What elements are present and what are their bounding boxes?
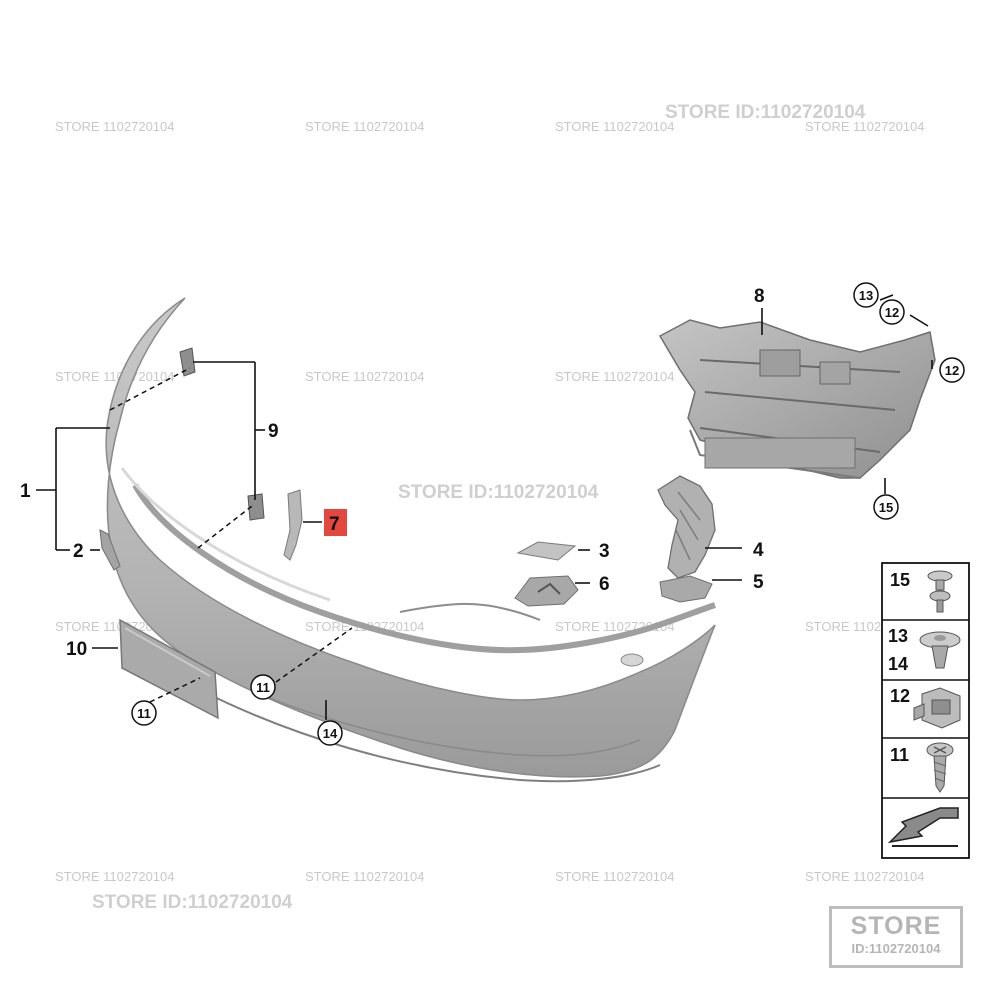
stamp-title: STORE xyxy=(850,912,942,940)
watermark: STORE 1102720104 xyxy=(305,369,425,384)
circled-13: 13 xyxy=(859,288,873,303)
callout-labels: 1 2 3 4 5 6 7 8 9 10 xyxy=(20,286,765,660)
circled-11: 11 xyxy=(137,706,151,721)
callout-5: 5 xyxy=(753,572,764,593)
fastener-legend: 15 13 14 12 11 xyxy=(881,562,970,859)
watermark-large: STORE ID:1102720104 xyxy=(665,102,866,123)
watermark: STORE 1102720104 xyxy=(555,869,675,884)
side-bracket xyxy=(657,475,716,579)
callout-10: 10 xyxy=(66,639,87,660)
highlight-box xyxy=(324,509,347,536)
circled-15: 15 xyxy=(879,500,893,515)
watermark: STORE 1102720104 xyxy=(305,869,425,884)
center-support xyxy=(283,489,303,561)
watermark-layer: STORE 1102720104 STORE 1102720104 STORE … xyxy=(55,102,925,913)
dashed-lines xyxy=(109,367,353,703)
push-rivet-icon xyxy=(927,570,953,613)
legend-11: 11 xyxy=(890,745,909,765)
legend-12: 12 xyxy=(890,686,910,706)
watermark: STORE 1102720104 xyxy=(805,869,925,884)
legend-14: 14 xyxy=(888,654,908,674)
watermark: STORE 1102720104 xyxy=(805,119,925,134)
callout-4: 4 xyxy=(753,540,764,561)
watermark-large: STORE ID:1102720104 xyxy=(92,892,293,913)
watermark: STORE 1102720104 xyxy=(55,619,175,634)
circled-12: 12 xyxy=(945,363,959,378)
watermark: STORE 1102720104 xyxy=(305,119,425,134)
watermark: STORE 1102720104 xyxy=(55,869,175,884)
screw-icon xyxy=(926,742,954,793)
clips xyxy=(179,347,265,521)
stamp-id: ID:1102720104 xyxy=(851,941,941,956)
circled-labels: 11 11 14 13 12 12 15 xyxy=(131,282,965,746)
watermark: STORE 1102720104 xyxy=(55,119,175,134)
circled-12: 12 xyxy=(885,305,899,320)
tow-hook-cap xyxy=(516,541,577,561)
callout-6: 6 xyxy=(599,574,610,595)
watermark: STORE 1102720104 xyxy=(55,369,175,384)
license-plate-base xyxy=(119,618,219,720)
legend-13: 13 xyxy=(888,626,908,646)
callout-3: 3 xyxy=(599,541,610,562)
callout-7: 7 xyxy=(329,514,340,535)
watermark-large: STORE ID:1102720104 xyxy=(398,482,599,503)
legend-15: 15 xyxy=(890,570,910,590)
circled-11: 11 xyxy=(256,680,270,695)
store-stamp: STORE ID:1102720104 xyxy=(829,906,963,968)
callout-2: 2 xyxy=(73,541,84,562)
bumper-carrier xyxy=(658,319,936,479)
watermark: STORE 1102720104 xyxy=(555,369,675,384)
callout-9: 9 xyxy=(268,421,279,442)
arrow-icon xyxy=(887,807,959,847)
expanding-rivet-icon xyxy=(919,631,961,669)
circled-14: 14 xyxy=(323,726,338,741)
callout-1: 1 xyxy=(20,481,31,502)
tow-hook-bracket xyxy=(514,575,579,607)
callout-8: 8 xyxy=(754,286,765,307)
leader-lines xyxy=(36,294,933,720)
clip-nut-icon xyxy=(913,687,961,729)
lower-bracket xyxy=(659,575,713,603)
side-cover xyxy=(99,529,121,571)
watermark: STORE 1102720104 xyxy=(555,119,675,134)
